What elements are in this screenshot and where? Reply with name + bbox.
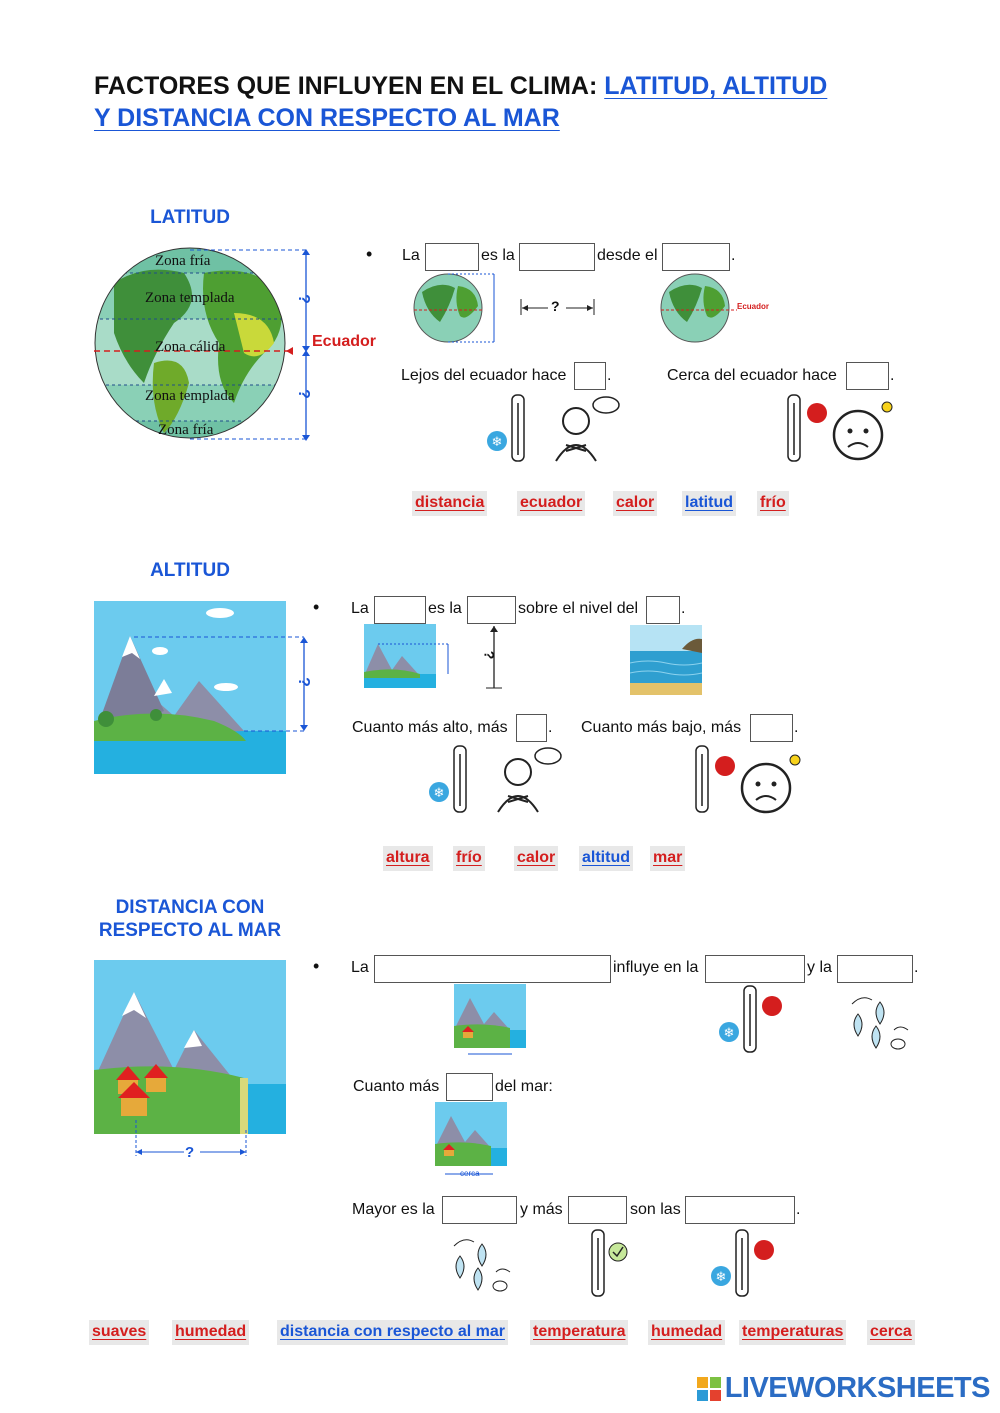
blank-input[interactable] bbox=[846, 362, 889, 390]
title-link-2[interactable]: Y DISTANCIA CON RESPECTO AL MAR bbox=[94, 104, 560, 132]
altitud-heading: ALTITUD bbox=[150, 560, 230, 581]
word-chip[interactable]: altitud bbox=[579, 846, 633, 871]
blank-input[interactable] bbox=[574, 362, 606, 390]
word-chip[interactable]: humedad bbox=[648, 1320, 726, 1345]
zone-label: Zona templada bbox=[145, 388, 235, 404]
zone-label: Zona fría bbox=[155, 253, 211, 269]
coastal-town-diagram bbox=[94, 960, 286, 1156]
latitude-globe-diagram bbox=[94, 247, 310, 441]
blank-input[interactable] bbox=[837, 955, 913, 983]
svg-text:❄: ❄ bbox=[724, 1026, 735, 1041]
word-chip[interactable]: cerca bbox=[867, 1320, 915, 1345]
mini-mountain-icon bbox=[364, 624, 449, 688]
word-chip[interactable]: suaves bbox=[89, 1320, 150, 1345]
cerca-label: cerca bbox=[460, 1169, 480, 1178]
page-title: FACTORES QUE INFLUYEN EN EL CLIMA: LATIT… bbox=[94, 72, 828, 132]
word-chip[interactable]: temperaturas bbox=[739, 1320, 847, 1345]
word-chip[interactable]: frío bbox=[453, 846, 485, 871]
word-chip[interactable]: latitud bbox=[682, 491, 736, 516]
mini-globe-icon bbox=[660, 273, 737, 343]
blank-input[interactable] bbox=[446, 1073, 493, 1101]
blank-input[interactable] bbox=[374, 955, 611, 983]
cold-weather-pictogram: ❄ bbox=[429, 745, 562, 813]
question-mark: ? bbox=[551, 298, 560, 314]
bullet: • bbox=[313, 597, 320, 617]
blank-input[interactable] bbox=[646, 596, 680, 624]
humidity-drops-icon bbox=[453, 1239, 511, 1292]
mini-globe-icon bbox=[413, 273, 495, 343]
word-chip[interactable]: temperatura bbox=[530, 1320, 629, 1345]
svg-text:❄: ❄ bbox=[434, 786, 445, 801]
word-chip[interactable]: altura bbox=[383, 846, 433, 871]
question-mark: ? bbox=[481, 650, 498, 660]
thermometer-icon: ❄ bbox=[719, 985, 782, 1053]
question-mark: ? bbox=[294, 677, 312, 687]
blank-input[interactable] bbox=[685, 1196, 795, 1224]
blank-input[interactable] bbox=[467, 596, 516, 624]
word-chip[interactable]: calor bbox=[613, 491, 658, 516]
equator-label: Ecuador bbox=[737, 302, 770, 311]
distancia-heading: DISTANCIA CON RESPECTO AL MAR bbox=[98, 897, 282, 941]
bullet: • bbox=[313, 956, 320, 976]
blank-input[interactable] bbox=[425, 243, 479, 271]
word-chip[interactable]: frío bbox=[757, 491, 789, 516]
blank-input[interactable] bbox=[442, 1196, 517, 1224]
word-chip[interactable]: calor bbox=[514, 846, 559, 871]
word-chip[interactable]: ecuador bbox=[517, 491, 586, 516]
word-chip[interactable]: mar bbox=[650, 846, 686, 871]
question-mark: ? bbox=[294, 294, 312, 304]
mini-coastal-icon bbox=[435, 1102, 507, 1175]
svg-text:❄: ❄ bbox=[716, 1270, 727, 1285]
title-link[interactable]: LATITUD, ALTITUD bbox=[604, 72, 828, 100]
mild-thermometer-icon bbox=[591, 1229, 628, 1297]
word-chip[interactable]: distancia bbox=[412, 491, 488, 516]
cold-weather-pictogram: ❄ bbox=[487, 394, 620, 462]
sea-level-icon bbox=[630, 625, 702, 695]
distance-arrow-icon bbox=[520, 299, 595, 315]
hot-weather-pictogram bbox=[695, 745, 801, 814]
mountain-altitude-diagram bbox=[94, 601, 308, 774]
blank-input[interactable] bbox=[374, 596, 426, 624]
svg-text:❄: ❄ bbox=[492, 435, 503, 450]
equator-label: Ecuador bbox=[312, 333, 377, 350]
humidity-drops-icon bbox=[851, 997, 909, 1050]
hot-weather-pictogram bbox=[787, 394, 893, 462]
blank-input[interactable] bbox=[750, 714, 793, 742]
word-chip[interactable]: humedad bbox=[172, 1320, 250, 1345]
blank-input[interactable] bbox=[662, 243, 730, 271]
blank-input[interactable] bbox=[516, 714, 547, 742]
bullet: • bbox=[366, 244, 373, 264]
thermometer-icon: ❄ bbox=[711, 1229, 774, 1297]
latitud-heading: LATITUD bbox=[150, 207, 230, 228]
question-mark: ? bbox=[294, 389, 312, 399]
zone-label: Zona fría bbox=[158, 422, 214, 438]
blank-input[interactable] bbox=[705, 955, 805, 983]
height-arrow-icon bbox=[486, 626, 502, 689]
mini-coastal-icon bbox=[454, 984, 526, 1055]
zone-label: Zona cálida bbox=[155, 339, 226, 355]
zone-label: Zona templada bbox=[145, 290, 235, 306]
word-chip[interactable]: distancia con respecto al mar bbox=[277, 1320, 508, 1345]
liveworksheets-logo: LIVEWORKSHEETS bbox=[696, 1372, 991, 1405]
question-mark: ? bbox=[185, 1144, 195, 1161]
logo-grid-icon bbox=[696, 1376, 721, 1401]
blank-input[interactable] bbox=[568, 1196, 627, 1224]
blank-input[interactable] bbox=[519, 243, 595, 271]
